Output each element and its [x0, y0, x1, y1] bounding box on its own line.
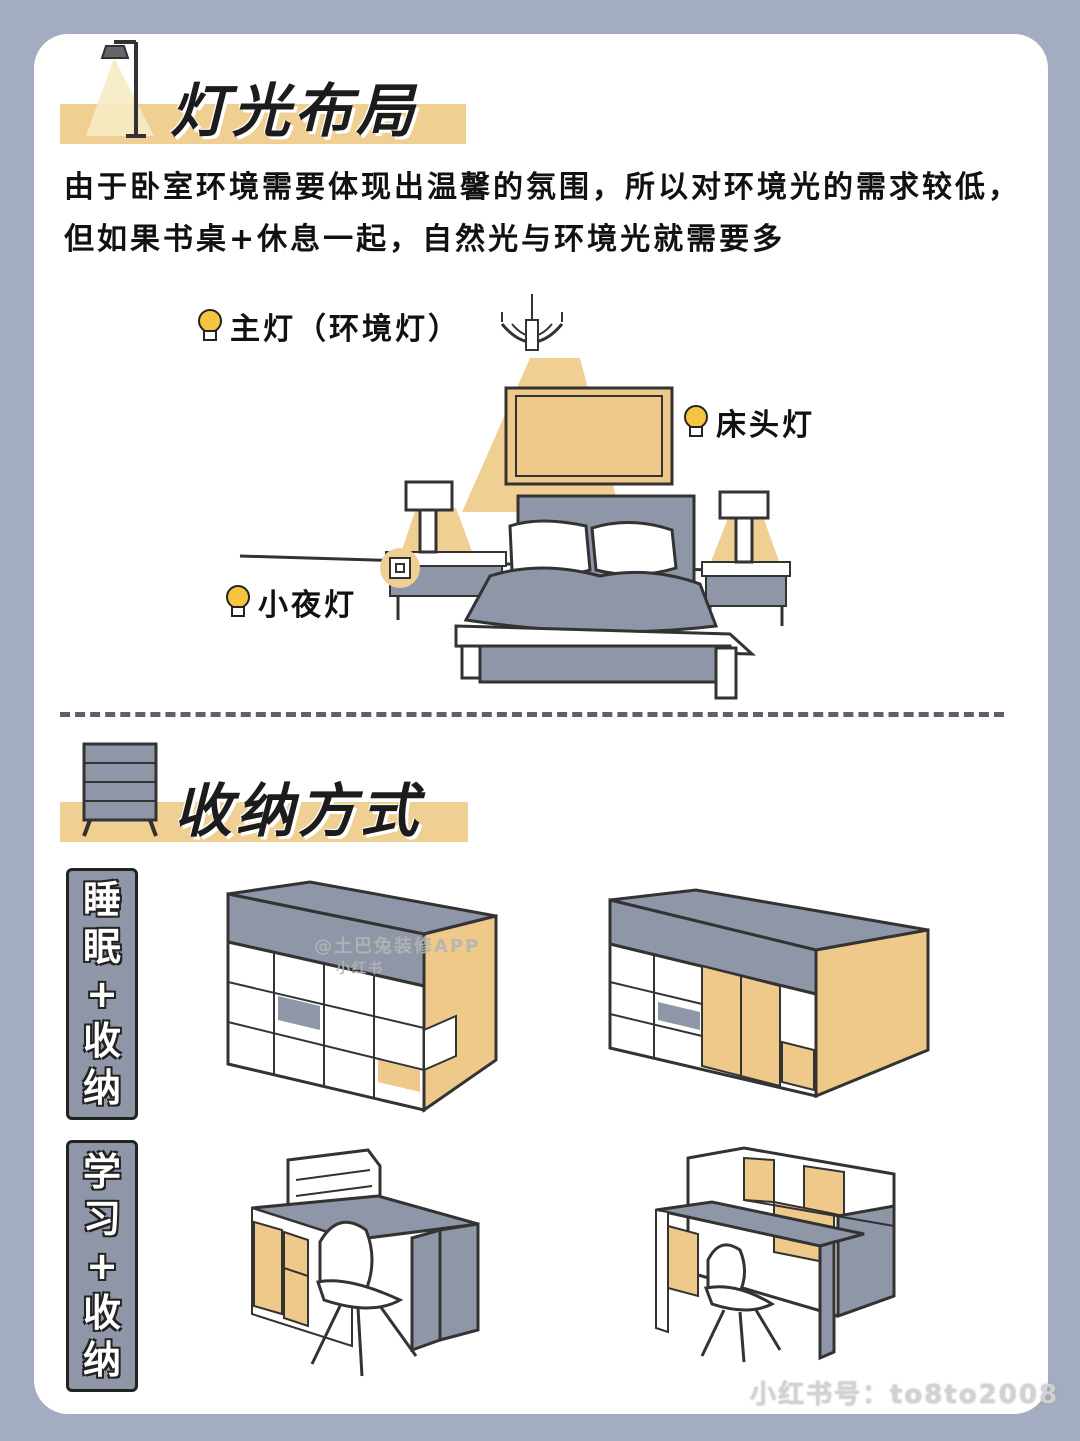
lighting-intro: 由于卧室环境需要体现出温馨的氛围，所以对环境光的需求较低，但如果书桌+休息一起，…	[64, 170, 1021, 257]
watermark-center: @土巴兔装修APP	[314, 936, 481, 957]
main-light-label: 主灯（环境灯）	[196, 304, 461, 348]
watermark-bottom: 小红书号：to8to2008	[750, 1380, 1060, 1410]
content-card: 灯光布局 由于卧室环境需要体现出温馨的氛围，所以对环境光的需求较低，但如果书桌+…	[34, 34, 1057, 1414]
watermark-center-sub: 小红书	[336, 961, 384, 977]
night-light-text: 小夜灯	[258, 588, 357, 623]
dresser-icon	[82, 742, 158, 837]
tag-study-storage: 学 习 + 收 纳	[66, 1140, 138, 1392]
bedroom-illustration	[239, 294, 791, 700]
loft-bed-wardrobe-illustration	[608, 888, 930, 1099]
lightbulb-icon	[198, 309, 222, 341]
lightbulb-icon	[684, 405, 708, 437]
floor-lamp-icon	[86, 40, 154, 138]
bedside-light-text: 床头灯	[716, 408, 815, 443]
main-light-text: 主灯（环境灯）	[230, 312, 461, 347]
loft-bed-open-shelves-illustration	[226, 880, 498, 1113]
desk-with-drawers-illustration	[251, 1148, 480, 1377]
desk-with-bookcase-illustration	[655, 1146, 896, 1363]
section-divider	[60, 712, 1004, 717]
storage-title: 收纳方式	[174, 777, 423, 845]
bedside-light-label: 床头灯	[682, 400, 815, 444]
tag-sleep-storage: 睡 眠 + 收 纳	[66, 868, 138, 1120]
lightbulb-icon	[226, 585, 250, 617]
lighting-title: 灯光布局	[170, 77, 419, 145]
night-light-label: 小夜灯	[224, 580, 357, 624]
